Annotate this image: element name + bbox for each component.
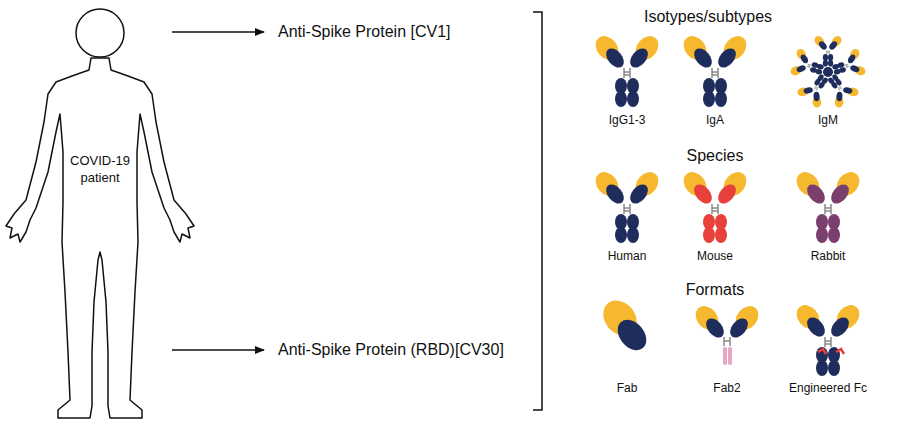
icon-label: IgM	[818, 113, 838, 127]
node-text: COVID-19 patient	[62, 152, 138, 186]
igm-pentamer	[787, 34, 869, 112]
igm-unit	[793, 67, 837, 111]
antibody-icon	[591, 168, 663, 243]
engineered-fc-icon	[792, 301, 864, 376]
antibody-name: Anti-Spike Protein [CV1]	[278, 23, 451, 41]
antibody-icon	[679, 168, 751, 243]
icon-label: IgG1-3	[609, 113, 646, 127]
section-heading: Formats	[686, 281, 745, 299]
antibody-name: Anti-Spike Protein (RBD)[CV30]	[278, 341, 504, 359]
section-heading: Species	[687, 147, 744, 165]
icon-label: IgA	[706, 113, 724, 127]
igm-unit	[787, 46, 827, 86]
fab2-icon	[691, 302, 763, 365]
icon-label: Rabbit	[811, 249, 846, 263]
antibody-icon	[792, 168, 864, 243]
arrow-line	[172, 349, 264, 351]
icon-label: Fab2	[713, 381, 740, 395]
section-heading: Isotypes/subtypes	[644, 8, 772, 26]
arrow-line	[172, 31, 264, 33]
fab-icon	[596, 294, 652, 356]
icon-label: Mouse	[697, 249, 733, 263]
human-silhouette	[0, 2, 205, 423]
igm-unit	[819, 67, 863, 111]
icon-label: Engineered Fc	[789, 381, 867, 395]
antibody-icon	[679, 32, 751, 107]
antibody-icon	[591, 32, 663, 107]
icon-label: Human	[608, 249, 647, 263]
igm-unit	[812, 34, 843, 66]
patient-outline: COVID-19 patient	[0, 2, 205, 423]
icon-label: Fab	[617, 381, 638, 395]
bracket	[533, 12, 542, 410]
